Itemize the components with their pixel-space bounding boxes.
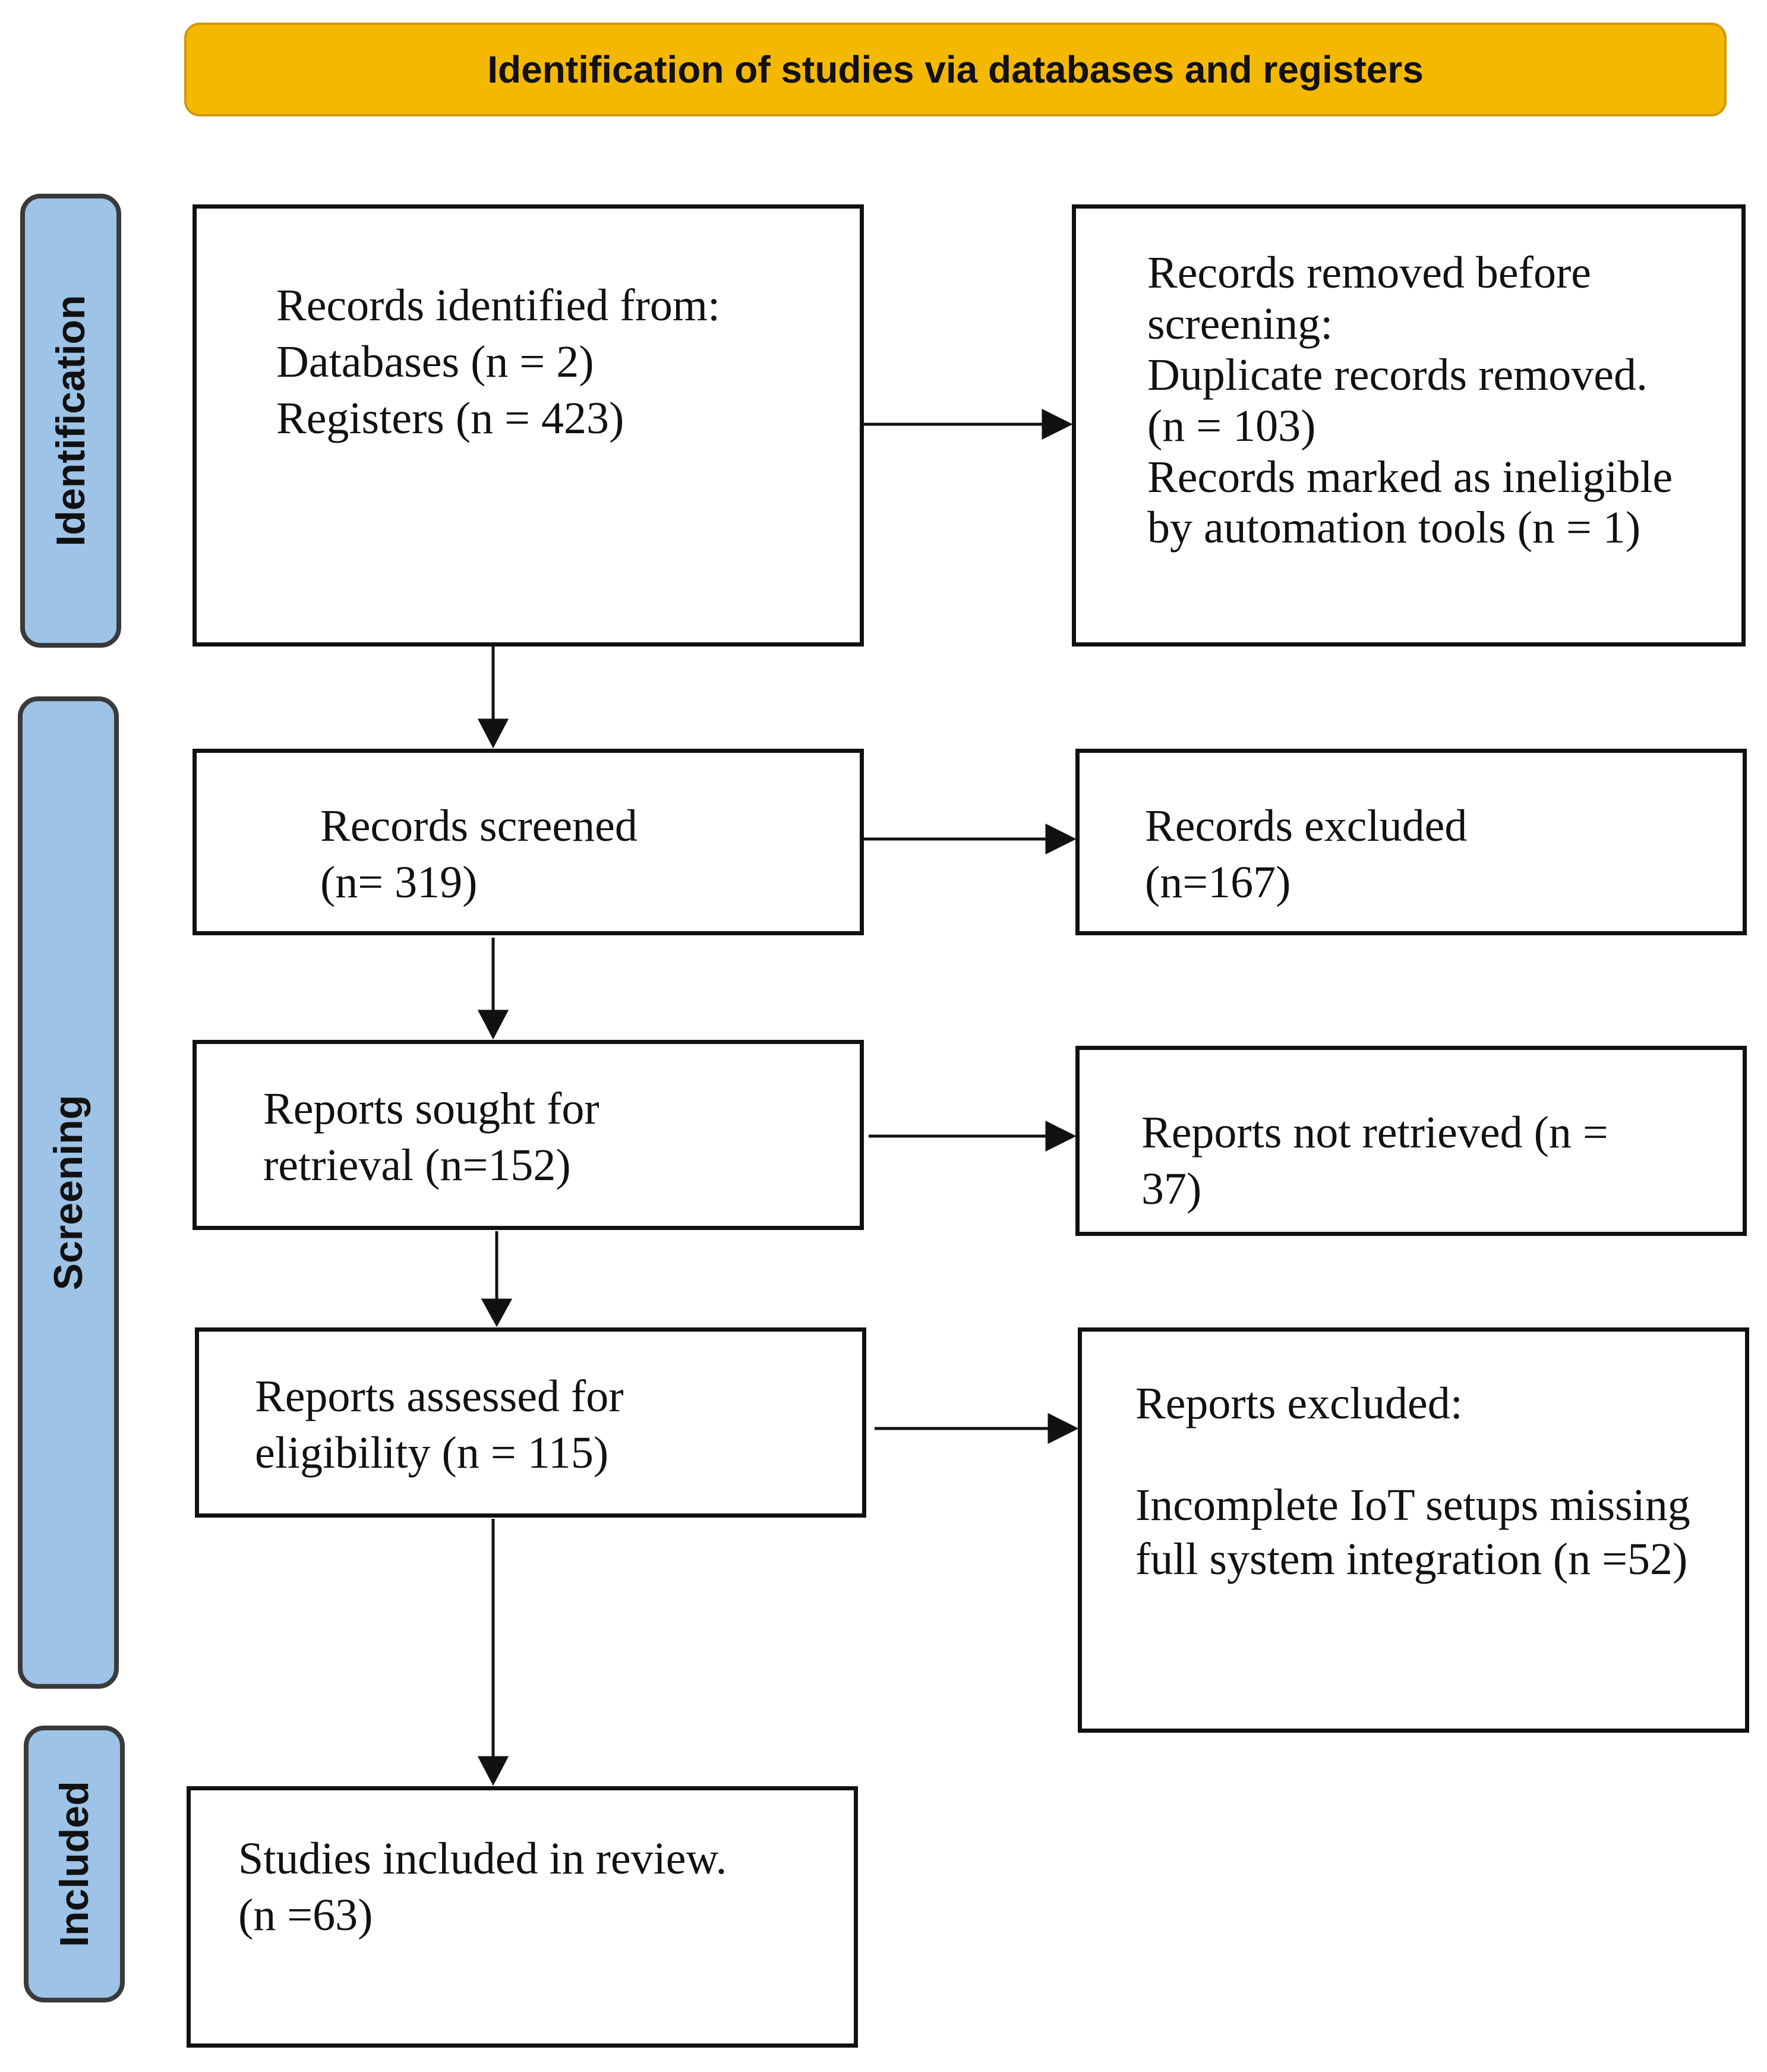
records-screened-box: Records screened (n= 319)	[193, 749, 864, 935]
reports-sought-box: Reports sought for retrieval (n=152)	[193, 1040, 864, 1230]
reports-not-retrieved-box: Reports not retrieved (n = 37)	[1075, 1046, 1747, 1236]
reports-excluded-reason-count: full system integration (n =52)	[1135, 1534, 1688, 1585]
duplicates-removed-count: (n = 103)	[1147, 400, 1316, 451]
header-title: Identification of studies via databases …	[487, 48, 1424, 91]
duplicates-removed-label: Duplicate records removed.	[1147, 349, 1648, 400]
records-removed-heading: Records removed before	[1147, 248, 1592, 298]
phase-screening: Screening	[18, 696, 119, 1689]
reports-assessed-box: Reports assessed for eligibility (n = 11…	[195, 1327, 866, 1518]
records-identified-databases: Databases (n = 2)	[276, 337, 594, 387]
arrowhead-identified-to-removed	[1042, 408, 1073, 440]
reports-sought-count: retrieval (n=152)	[263, 1140, 571, 1190]
reports-assessed-count: eligibility (n = 115)	[255, 1428, 609, 1478]
records-excluded-count: (n=167)	[1145, 857, 1291, 907]
ineligible-automation-count: by automation tools (n = 1)	[1147, 503, 1641, 553]
arrowhead-identified-to-screened	[477, 718, 509, 749]
studies-included-box: Studies included in review. (n =63)	[187, 1786, 858, 2048]
arrowhead-screened-to-excluded	[1045, 823, 1077, 855]
records-screened-label: Records screened	[320, 801, 638, 851]
records-removed-box: Records removed before screening: Duplic…	[1072, 204, 1746, 646]
reports-excluded-heading: Reports excluded:	[1135, 1379, 1463, 1428]
arrowhead-sought-to-not-retrieved	[1045, 1120, 1077, 1152]
arrowhead-assessed-to-excluded	[1047, 1412, 1079, 1445]
arrowhead-assessed-to-included	[477, 1756, 509, 1786]
reports-excluded-box: Reports excluded: Incomplete IoT setups …	[1078, 1327, 1749, 1733]
records-identified-registers: Registers (n = 423)	[276, 393, 624, 443]
header-banner: Identification of studies via databases …	[184, 23, 1727, 116]
reports-not-retrieved-label: Reports not retrieved (n =	[1141, 1108, 1608, 1158]
reports-excluded-reason: Incomplete IoT setups missing	[1135, 1480, 1690, 1531]
studies-included-label: Studies included in review.	[238, 1834, 727, 1884]
records-excluded-label: Records excluded	[1145, 801, 1468, 851]
records-identified-heading: Records identified from:	[276, 280, 721, 330]
reports-sought-label: Reports sought for	[263, 1084, 599, 1134]
studies-included-count: (n =63)	[238, 1890, 373, 1940]
records-identified-box: Records identified from: Databases (n = …	[193, 204, 864, 646]
ineligible-automation-label: Records marked as ineligible	[1147, 452, 1673, 502]
reports-assessed-label: Reports assessed for	[255, 1371, 624, 1421]
records-removed-heading-cont: screening:	[1147, 298, 1333, 349]
records-excluded-box: Records excluded (n=167)	[1075, 749, 1747, 935]
phase-included: Included	[24, 1726, 125, 2002]
reports-not-retrieved-count: 37)	[1141, 1164, 1202, 1214]
records-screened-count: (n= 319)	[320, 857, 478, 907]
phase-identification: Identification	[20, 194, 121, 648]
arrowhead-screened-to-sought	[477, 1010, 509, 1040]
arrowhead-sought-to-assessed	[481, 1298, 513, 1327]
